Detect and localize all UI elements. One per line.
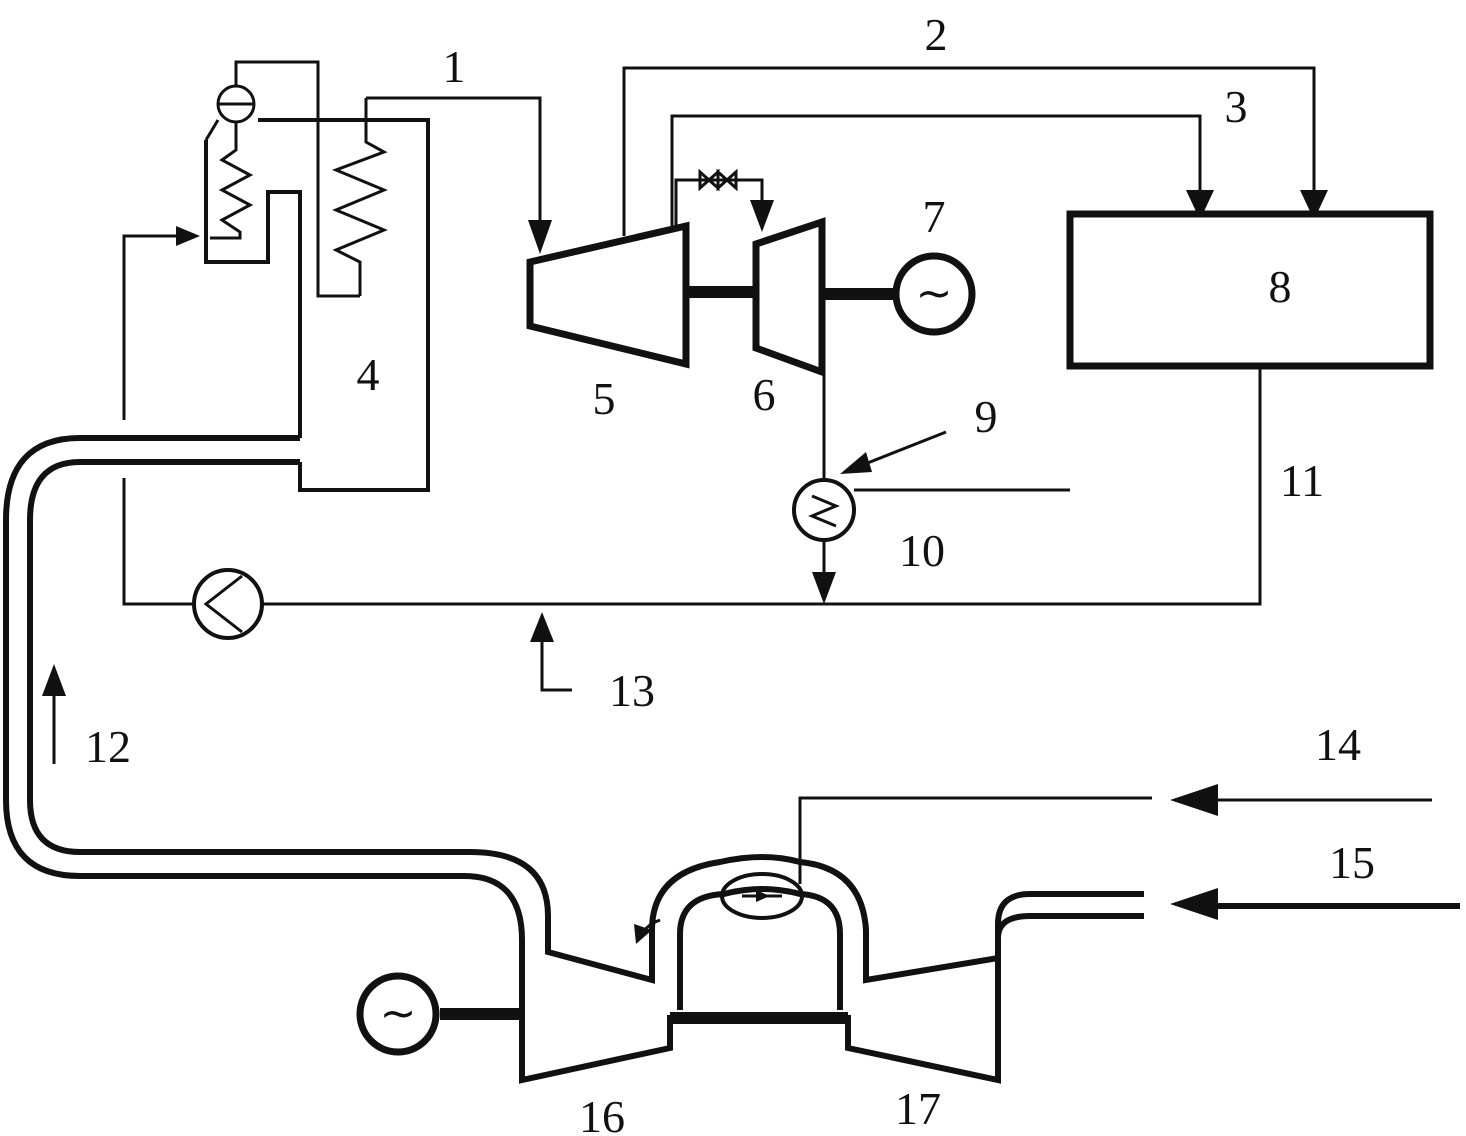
labels: 1 2 3 4 5 6 7 8 9 10 11 12 13 14 15 16 1… xyxy=(85,9,1375,1136)
arrow-extraction-3 xyxy=(1186,190,1214,220)
label-6: 6 xyxy=(753,369,776,420)
arrow-steam-1 xyxy=(528,220,552,254)
rotation-arrow xyxy=(634,924,652,944)
label-5: 5 xyxy=(593,373,616,424)
steam-turbines: ~ xyxy=(526,66,1328,377)
arrow-condensate xyxy=(812,572,836,604)
label-1: 1 xyxy=(443,41,466,92)
hp-turbine xyxy=(526,221,690,369)
combustor-icon xyxy=(720,872,804,920)
arrow-12 xyxy=(42,664,66,696)
arrow-crossover xyxy=(750,200,774,232)
arrow-extraction-2 xyxy=(1300,190,1328,220)
label-13: 13 xyxy=(609,665,655,716)
arrow-feed xyxy=(176,226,200,246)
pump-icon xyxy=(192,568,264,640)
label-8: 8 xyxy=(1269,261,1292,312)
gas-turbine-set: ~ xyxy=(356,972,848,1056)
inputs xyxy=(42,664,1460,920)
arrow-air-15 xyxy=(1170,888,1218,920)
label-9: 9 xyxy=(975,391,998,442)
label-10: 10 xyxy=(899,525,945,576)
condenser xyxy=(792,372,1070,604)
gt-generator-icon xyxy=(356,972,440,1056)
exhaust-duct xyxy=(3,435,1152,1084)
hrsg xyxy=(122,60,552,492)
arrow-cooling-9 xyxy=(840,452,872,474)
label-15: 15 xyxy=(1329,837,1375,888)
valve-icon xyxy=(698,168,738,192)
label-2: 2 xyxy=(925,9,948,60)
arrow-makeup-13 xyxy=(530,612,554,642)
label-12: 12 xyxy=(85,721,131,772)
label-17: 17 xyxy=(895,1083,941,1134)
label-16: 16 xyxy=(579,1091,625,1136)
generator-icon xyxy=(892,252,976,336)
label-14: 14 xyxy=(1315,719,1361,770)
label-7: 7 xyxy=(923,191,946,242)
arrow-fuel-14 xyxy=(1170,784,1218,816)
heat-consumer-block xyxy=(1066,210,1434,370)
lp-turbine xyxy=(752,217,826,377)
label-3: 3 xyxy=(1225,81,1248,132)
feedwater-loop xyxy=(122,366,1262,692)
label-11: 11 xyxy=(1280,455,1324,506)
label-4: 4 xyxy=(357,349,380,400)
generator-symbol: ~ xyxy=(916,268,953,319)
gt-generator-symbol: ~ xyxy=(380,988,417,1039)
